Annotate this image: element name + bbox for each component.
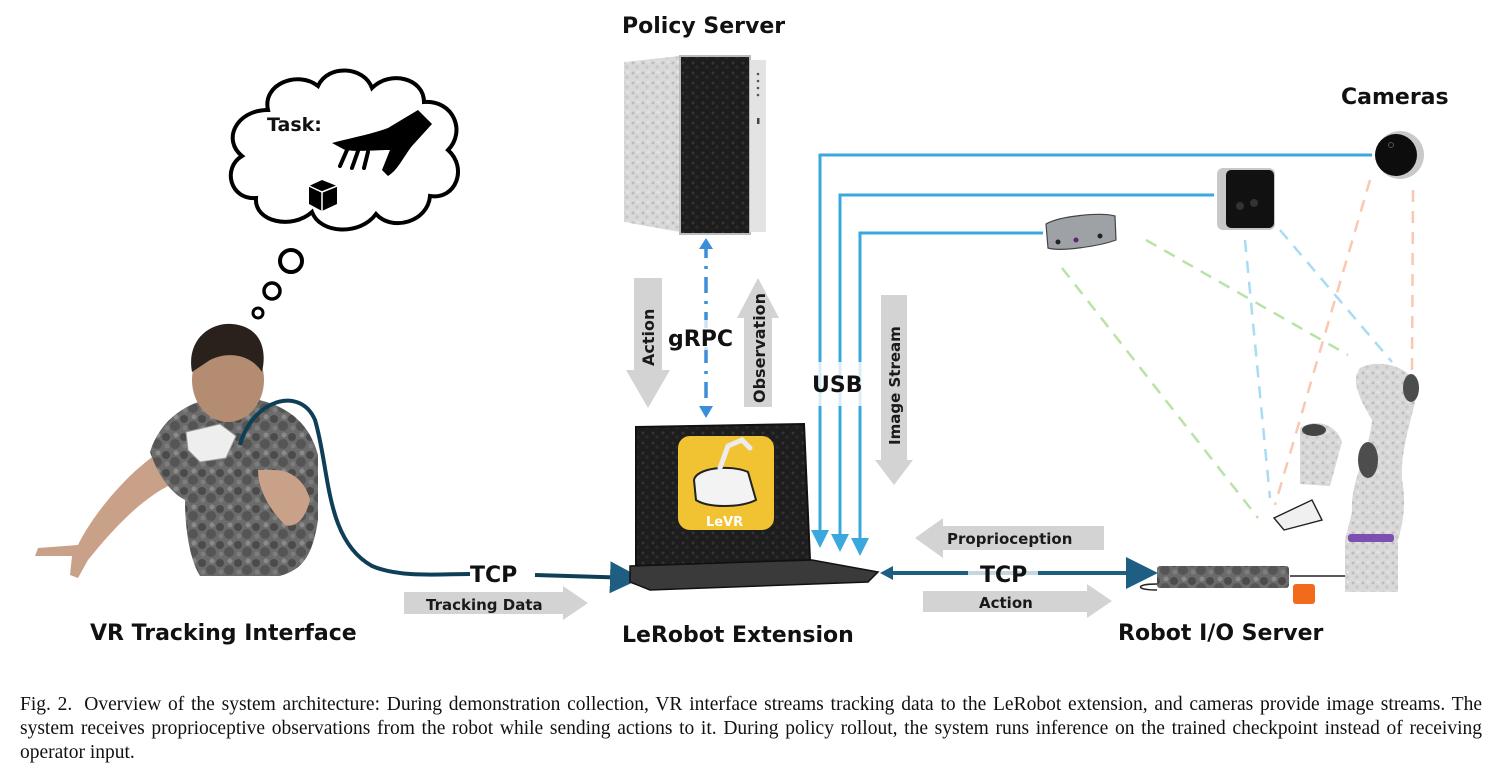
policy-server-label: Policy Server bbox=[622, 14, 785, 39]
grasping-hand-icon bbox=[332, 110, 432, 176]
observation-up-label: Observation bbox=[750, 293, 769, 403]
thought-bubble-small bbox=[251, 306, 265, 320]
cameras-label: Cameras bbox=[1341, 85, 1449, 110]
robot-joint-dark bbox=[1403, 374, 1419, 402]
task-label: Task: bbox=[267, 114, 322, 136]
lerobot-extension-label: LeRobot Extension bbox=[622, 623, 854, 648]
lerobot-laptop: LeVR bbox=[629, 422, 880, 591]
orange-cube-object bbox=[1293, 584, 1315, 604]
fov-blue-2 bbox=[1279, 229, 1393, 363]
observation-up-flow-arrow: Observation bbox=[737, 278, 779, 407]
robot-hand bbox=[1272, 499, 1324, 531]
tcp-link-right-arrow-head-left bbox=[880, 566, 893, 580]
tower-side-panel bbox=[624, 56, 680, 232]
camera-round bbox=[1375, 131, 1424, 179]
proprioception-label: Proprioception bbox=[947, 530, 1072, 548]
caption-text: Overview of the system architecture: Dur… bbox=[20, 694, 1482, 763]
image-stream-flow-arrow: Image Stream bbox=[875, 295, 913, 485]
fov-green-1 bbox=[1061, 267, 1259, 519]
vr-headset bbox=[185, 423, 237, 463]
thought-cloud: Task: bbox=[228, 68, 460, 320]
cube-icon bbox=[308, 180, 338, 211]
usb-line-camera-1 bbox=[851, 231, 1043, 556]
vr-operator-person bbox=[35, 323, 318, 578]
policy-server-tower bbox=[624, 55, 766, 235]
tcp-cable-vr-to-laptop bbox=[238, 398, 471, 577]
robot-arm bbox=[1272, 363, 1419, 592]
tracking-data-flow-arrow: Tracking Data bbox=[404, 586, 588, 620]
action-down-label: Action bbox=[639, 309, 658, 366]
camera-field-of-view-lines bbox=[1061, 179, 1415, 519]
vr-headset-robot-glyph bbox=[692, 466, 758, 507]
usb-links bbox=[811, 153, 1372, 556]
cloud-outline bbox=[228, 68, 460, 232]
figure-caption: Fig. 2.Overview of the system architectu… bbox=[20, 693, 1482, 765]
vr-tracking-interface-label: VR Tracking Interface bbox=[90, 621, 357, 646]
action-right-flow-arrow: Action bbox=[923, 584, 1112, 618]
tcp-label-left: TCP bbox=[470, 563, 517, 588]
robot-purple-band bbox=[1348, 534, 1394, 542]
tower-front-panel bbox=[750, 60, 766, 232]
proprioception-flow-arrow: Proprioception bbox=[915, 518, 1104, 558]
operator-hair bbox=[191, 323, 264, 372]
system-architecture-diagram: Task: TCP Tracking Data VR Tracking Inte… bbox=[35, 14, 1449, 648]
fov-green-2 bbox=[1145, 238, 1349, 357]
grpc-arrow-head-down bbox=[699, 406, 713, 418]
tower-glass-panel bbox=[679, 55, 751, 235]
thought-bubble-large bbox=[278, 248, 304, 274]
robot-forearm bbox=[1300, 423, 1342, 486]
grpc-label: gRPC bbox=[668, 327, 733, 352]
levr-app-label: LeVR bbox=[706, 515, 743, 530]
laptop-base bbox=[629, 559, 880, 591]
robot-io-server-label: Robot I/O Server bbox=[1118, 621, 1324, 646]
fov-orange-1 bbox=[1273, 179, 1372, 506]
action-down-flow-arrow: Action bbox=[626, 278, 670, 408]
figure-number: Fig. 2. bbox=[20, 694, 73, 715]
operator-arm bbox=[35, 455, 170, 578]
action-right-label: Action bbox=[979, 594, 1033, 612]
usb-line-camera-3 bbox=[811, 153, 1372, 548]
tcp-link-left-arrow bbox=[534, 561, 642, 594]
operator-raised-arm bbox=[258, 470, 310, 526]
tracking-data-label: Tracking Data bbox=[426, 596, 543, 614]
grpc-arrow-head-up bbox=[699, 238, 713, 249]
usb-line-camera-2 bbox=[831, 193, 1214, 552]
thought-bubble-medium bbox=[262, 281, 282, 301]
camera-cube bbox=[1217, 168, 1275, 230]
fov-orange-2 bbox=[1410, 189, 1415, 371]
image-stream-label: Image Stream bbox=[886, 326, 904, 445]
camera-stereo-bar bbox=[1045, 213, 1117, 250]
usb-label: USB bbox=[812, 373, 862, 398]
fov-blue-1 bbox=[1243, 239, 1272, 499]
tcp-label-right: TCP bbox=[980, 563, 1027, 588]
